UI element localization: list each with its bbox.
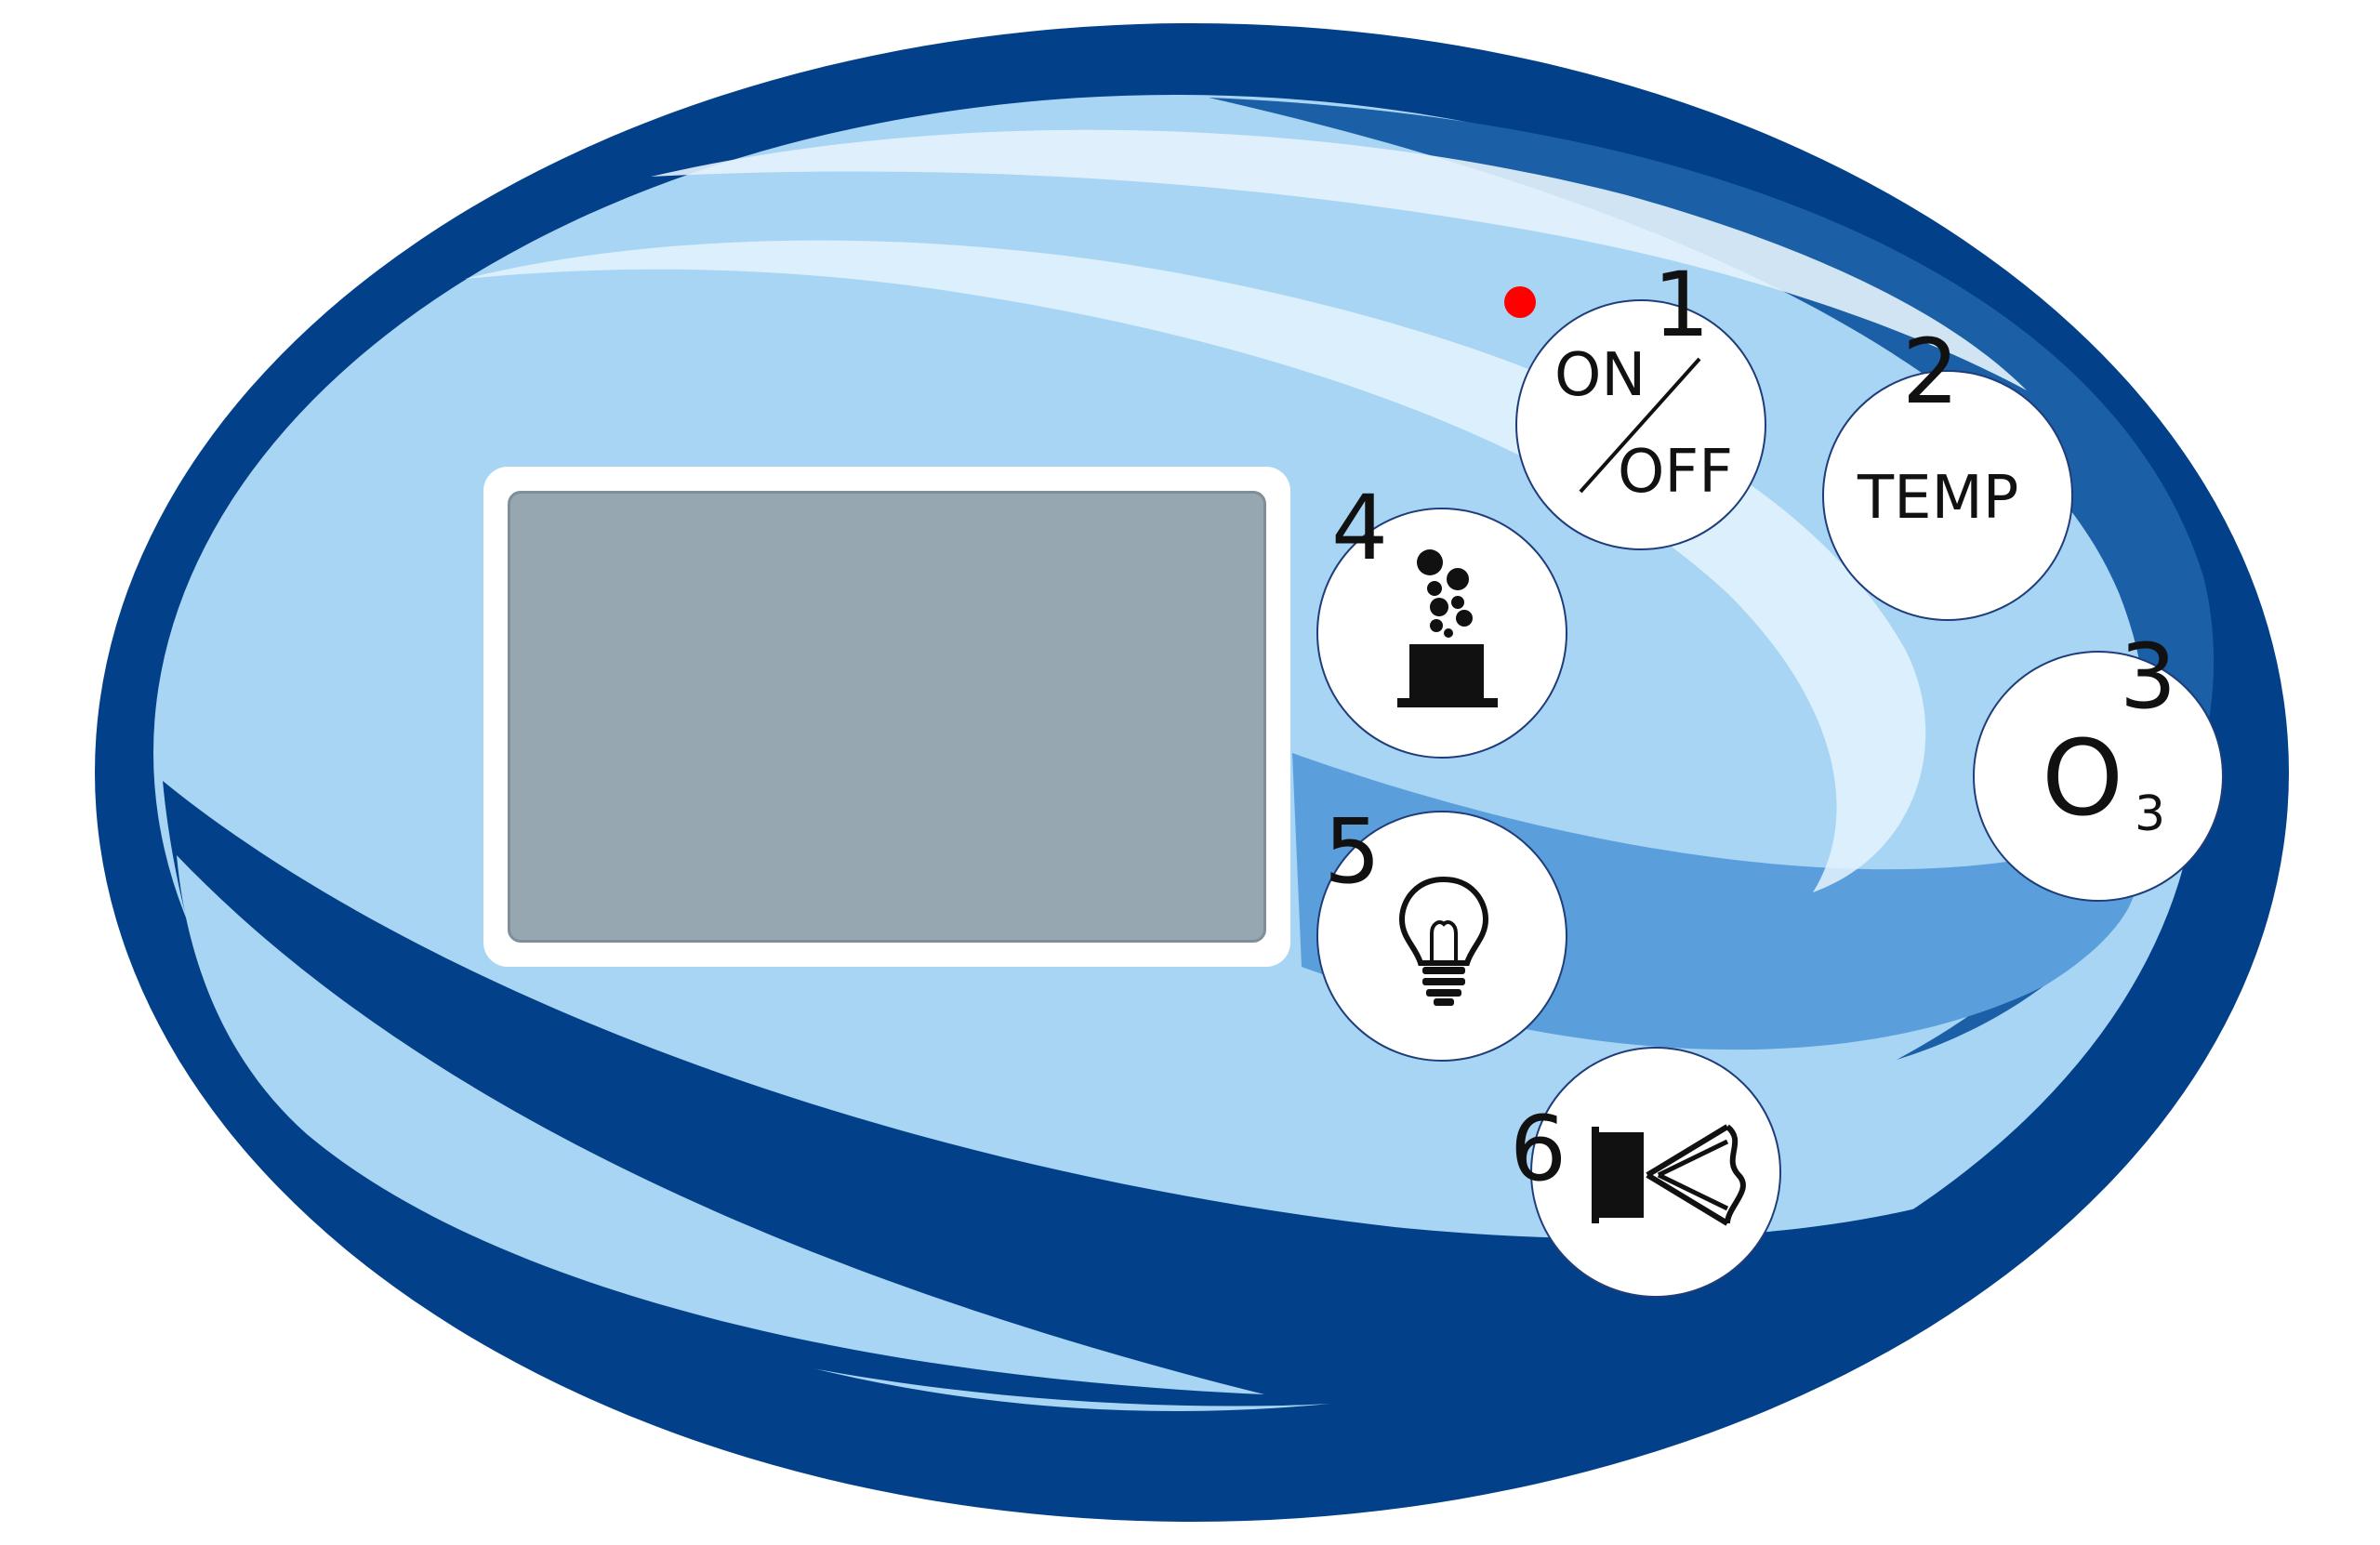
jet-spray-icon [1592,1124,1746,1226]
ozone-subscript: 3 [2135,786,2166,842]
bubbles-button[interactable] [1316,508,1567,759]
button-number-6: 6 [1510,1097,1567,1201]
button-number-1: 1 [1653,253,1711,357]
power-indicator-led [1504,286,1536,318]
button-number-3: 3 [2120,625,2177,729]
button-number-2: 2 [1902,320,1960,424]
button-number-4: 4 [1331,476,1389,580]
temp-button[interactable]: TEMP [1822,370,2073,621]
jets-button[interactable] [1530,1047,1781,1298]
on-off-icon [1579,357,1701,494]
on-off-button[interactable]: ON OFF [1515,299,1766,550]
ozone-button[interactable]: O 3 [1973,651,2224,902]
light-bulb-icon [1398,876,1489,1006]
light-button[interactable] [1316,811,1567,1062]
temp-label: TEMP [1858,464,2019,533]
bubbles-icon [1397,549,1498,707]
lcd-display [483,467,1290,967]
panel-bottom-inner [177,855,1264,1394]
panel-highlight-top [651,129,2027,390]
button-number-5: 5 [1324,799,1382,904]
lcd-screen [508,491,1266,943]
on-label: ON [1554,341,1646,410]
ozone-label: O [2042,719,2124,839]
off-label: OFF [1618,438,1733,507]
